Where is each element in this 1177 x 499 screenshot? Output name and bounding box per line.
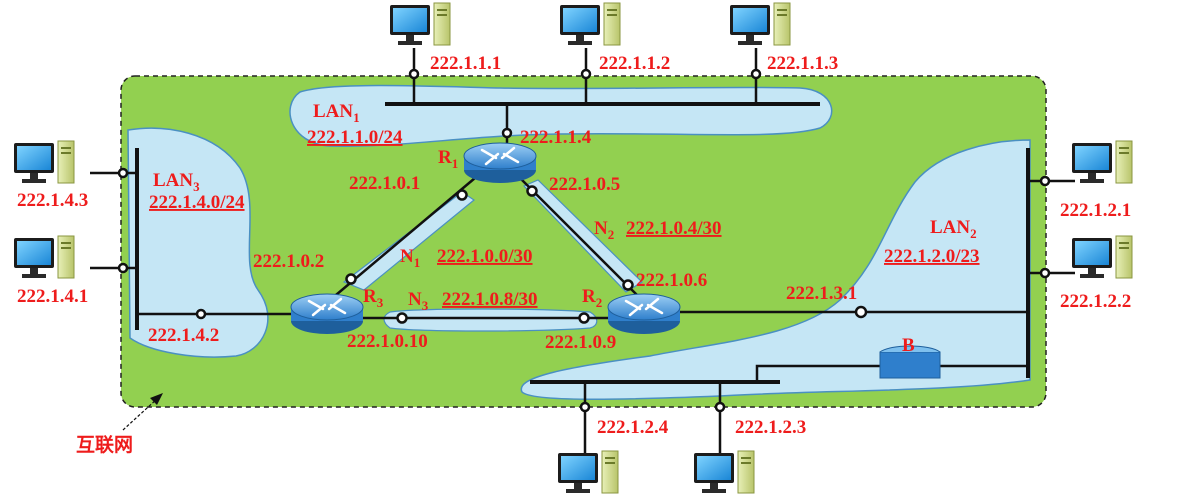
label-h113: 222.1.1.3: [767, 53, 838, 74]
label-h112: 222.1.1.2: [599, 53, 670, 74]
computer-h121-icon[interactable]: [1071, 140, 1133, 184]
port-r2-n2: [622, 279, 634, 291]
n2-link: [519, 177, 643, 301]
label-r1-n2: 222.1.0.5: [549, 174, 620, 195]
port-h113: [750, 68, 762, 80]
n3-area: [383, 308, 598, 332]
computer-h113-icon[interactable]: [729, 2, 791, 46]
bridge-left-link: [755, 364, 880, 382]
label-r2-n2: 222.1.0.6: [636, 270, 707, 291]
computer-h112-icon[interactable]: [559, 2, 621, 46]
port-r2-lan2: [854, 305, 868, 319]
label-r2-n3: 222.1.0.9: [545, 332, 616, 353]
n1-area: [342, 191, 476, 291]
computer-h124-icon[interactable]: [557, 450, 619, 494]
lan1-network: 222.1.1.0/24: [307, 127, 403, 148]
port-r1-n2: [526, 185, 538, 197]
label-h124: 222.1.2.4: [597, 417, 669, 438]
lan3-area: [127, 127, 269, 358]
port-r3-n1: [345, 273, 357, 285]
label-h122: 222.1.2.2: [1060, 291, 1131, 312]
port-r1-lan1: [501, 127, 513, 139]
n2-network: 222.1.0.4/30: [626, 218, 722, 239]
label-r3-lan3: 222.1.4.2: [148, 325, 219, 346]
label-r3-n3: 222.1.0.10: [347, 331, 428, 352]
router-r3[interactable]: [289, 292, 365, 336]
lan1-name: LAN1: [313, 101, 360, 125]
port-h112: [580, 68, 592, 80]
label-h111: 222.1.1.1: [430, 53, 501, 74]
port-h143: [117, 167, 129, 179]
computer-h141-icon[interactable]: [13, 235, 75, 279]
port-h111: [408, 68, 420, 80]
n3-network: 222.1.0.8/30: [442, 289, 538, 310]
label-h123: 222.1.2.3: [735, 417, 806, 438]
port-r1-n1: [456, 189, 468, 201]
cloud-label: 互联网: [76, 434, 133, 456]
lan2-network: 222.1.2.0/23: [884, 246, 980, 267]
n1-network: 222.1.0.0/30: [437, 246, 533, 267]
port-r2-n3: [578, 312, 590, 324]
port-h122: [1039, 267, 1051, 279]
lan2-area: [520, 139, 1031, 401]
n3-name: N3: [408, 289, 429, 313]
computer-h122-icon[interactable]: [1071, 235, 1133, 279]
label-h121: 222.1.2.1: [1060, 200, 1131, 221]
n1-name: N1: [400, 246, 420, 270]
computer-h111-icon[interactable]: [389, 2, 451, 46]
router-r2[interactable]: [606, 292, 682, 336]
router-r1[interactable]: [462, 141, 538, 185]
lan1-area: [289, 84, 833, 147]
computer-h143-icon[interactable]: [13, 140, 75, 184]
bridge-b[interactable]: [879, 345, 941, 379]
port-h141: [117, 262, 129, 274]
lan3-network: 222.1.4.0/24: [149, 192, 245, 213]
label-r3-n1: 222.1.0.2: [253, 251, 324, 272]
label-h141: 222.1.4.1: [17, 286, 88, 307]
r2-name: R2: [582, 286, 602, 310]
port-r3-lan3: [195, 308, 207, 320]
cloud-pointer-line: [122, 397, 159, 431]
r3-name: R3: [363, 286, 384, 310]
label-r2-lan2: 222.1.3.1: [786, 283, 857, 304]
cloud-pointer-arrowhead: [150, 393, 163, 405]
label-h143: 222.1.4.3: [17, 190, 88, 211]
label-r1-lan1: 222.1.1.4: [520, 127, 592, 148]
n2-area: [522, 179, 643, 293]
label-r1-n1: 222.1.0.1: [349, 173, 420, 194]
computer-h123-icon[interactable]: [693, 450, 755, 494]
lan3-name: LAN3: [153, 170, 200, 194]
r1-name: R1: [438, 147, 458, 171]
port-r3-n3: [396, 312, 408, 324]
bridge-name: B: [902, 335, 915, 356]
n2-name: N2: [594, 218, 614, 242]
port-h124: [579, 401, 591, 413]
lan2-name: LAN2: [930, 217, 977, 241]
port-h123: [714, 401, 726, 413]
port-h121: [1039, 175, 1051, 187]
